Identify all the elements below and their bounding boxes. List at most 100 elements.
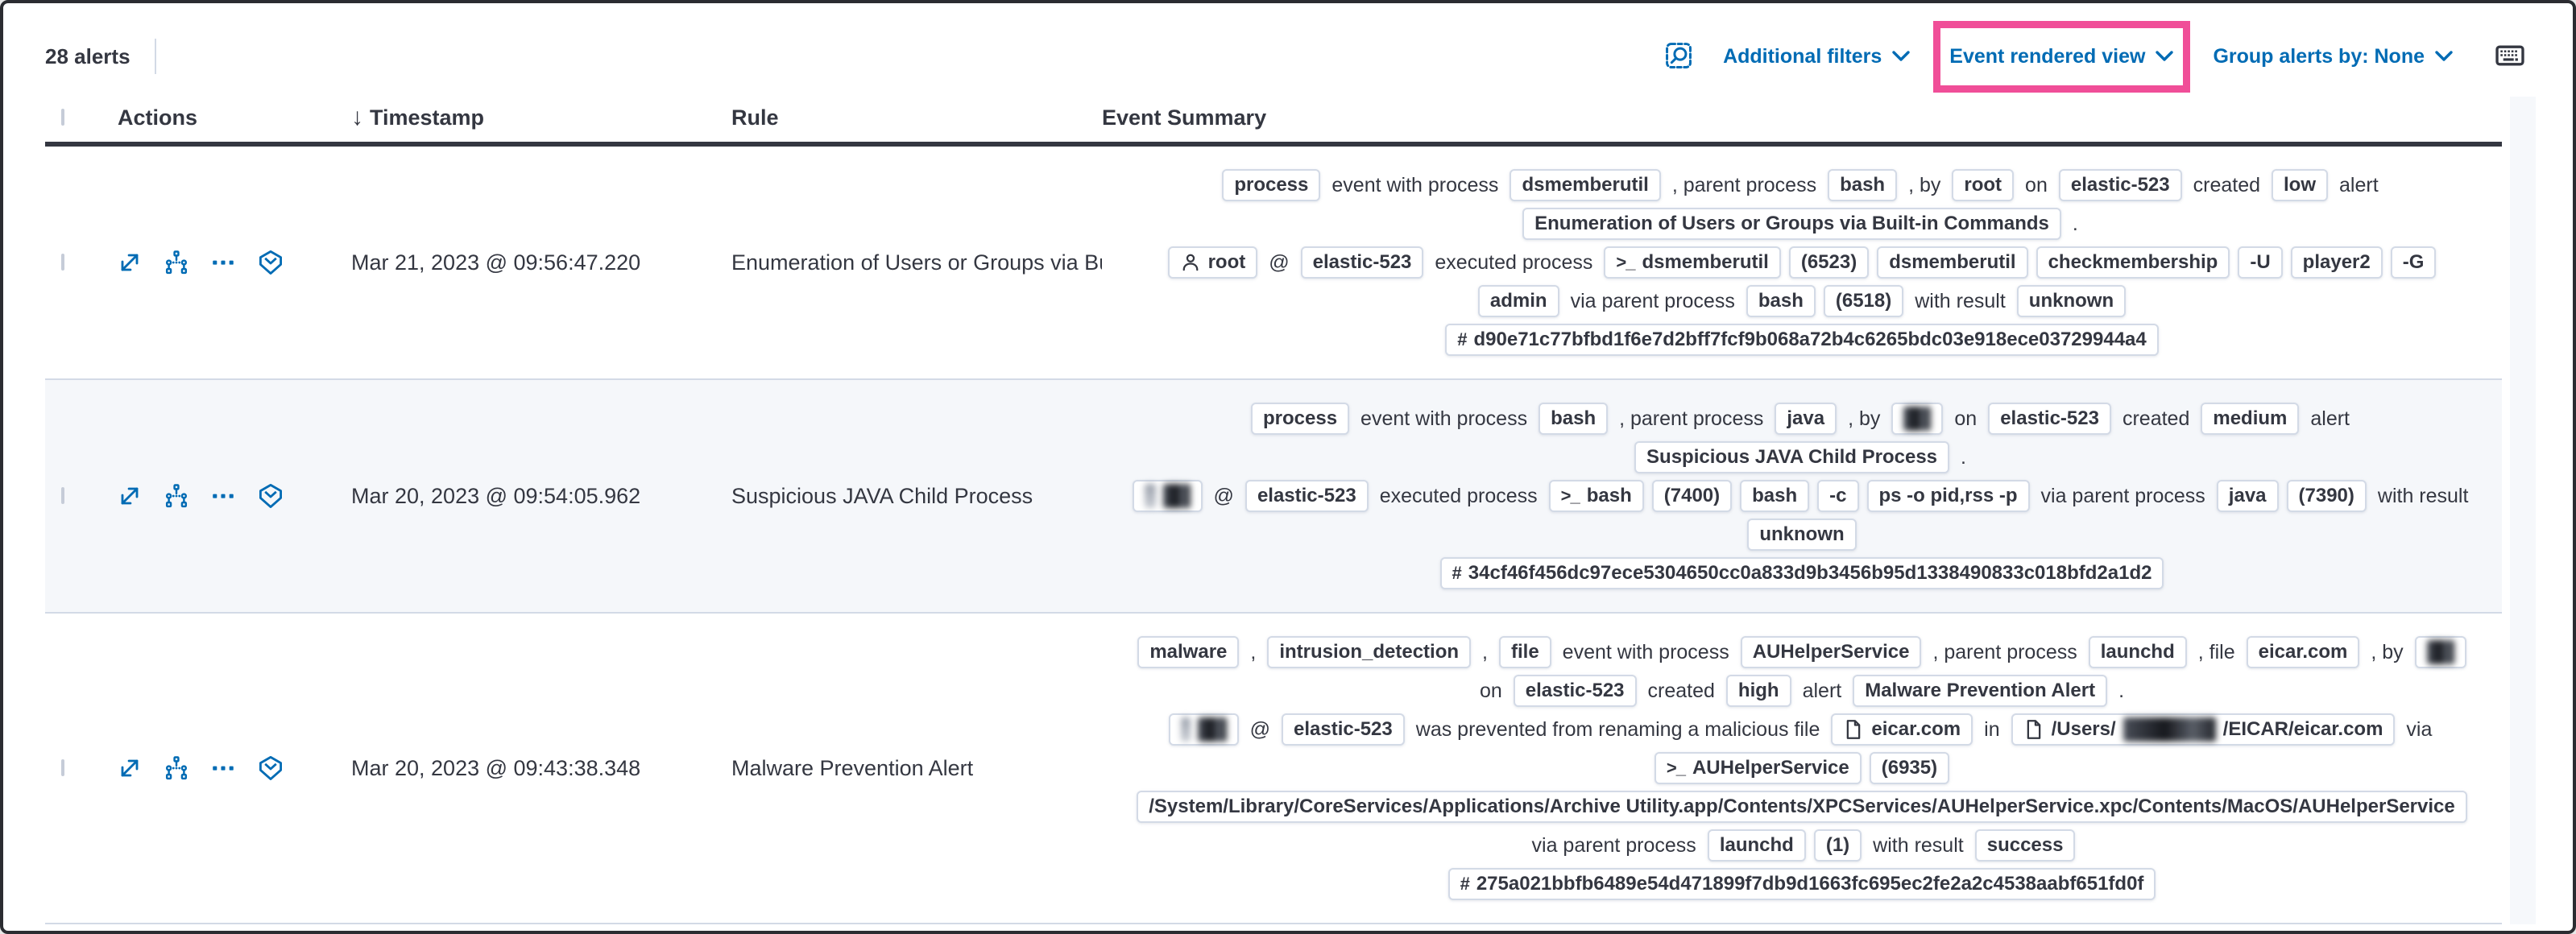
badge-value: high (1737, 680, 1779, 701)
summary-text: was prevented from renaming a malicious … (1415, 717, 1820, 741)
more-actions-button[interactable] (211, 250, 235, 275)
field-value-badge[interactable]: (1) (1813, 829, 1862, 862)
field-value-badge[interactable]: -c (1817, 480, 1859, 512)
summary-text: on (1479, 679, 1502, 702)
field-value-badge[interactable]: (6523) (1788, 246, 1870, 279)
field-value-badge[interactable]: malware (1137, 636, 1240, 668)
additional-filters-button[interactable]: Additional filters (1723, 45, 1911, 68)
field-value-badge[interactable]: #275a021bbfb6489e54d471899f7db9d1663fc69… (1447, 868, 2156, 900)
badge-value: -c (1829, 485, 1847, 506)
analyze-event-button[interactable] (164, 484, 188, 508)
field-value-badge[interactable]: Suspicious JAVA Child Process (1634, 441, 1950, 473)
field-value-badge[interactable]: launchd (2088, 636, 2187, 668)
row-checkbox[interactable] (61, 487, 64, 504)
field-value-badge[interactable]: /System/Library/CoreServices/Application… (1137, 791, 2467, 823)
field-value-badge[interactable]: bash (1740, 480, 1810, 512)
field-value-badge[interactable]: elastic-523 (1245, 480, 1369, 512)
session-view-button[interactable] (258, 250, 284, 275)
field-value-badge[interactable]: success (1974, 829, 2076, 862)
field-value-badge[interactable] (1891, 403, 1944, 435)
field-value-badge[interactable]: process (1222, 169, 1321, 201)
field-value-badge[interactable]: dsmemberutil (1510, 169, 1661, 201)
field-value-badge[interactable] (2414, 636, 2466, 668)
badge-value: intrusion_detection (1279, 641, 1460, 663)
field-value-badge[interactable]: #34cf46f456dc97ece5304650cc0a833d9b3456b… (1439, 557, 2164, 589)
field-value-badge[interactable]: root (1167, 246, 1258, 279)
field-value-badge[interactable]: java (2216, 480, 2279, 512)
file-icon (2023, 719, 2044, 740)
field-value-badge[interactable]: bash (1539, 403, 1609, 435)
summary-text: @ (1269, 250, 1290, 274)
view-selector-button[interactable]: Event rendered view (1949, 45, 2174, 68)
analyze-event-icon (164, 756, 188, 780)
field-value-badge[interactable]: elastic-523 (1300, 246, 1424, 279)
badge-value: process (1262, 407, 1338, 429)
field-value-badge[interactable]: Malware Prevention Alert (1853, 675, 2108, 707)
select-all-checkbox[interactable] (61, 109, 64, 126)
vertical-scrollbar[interactable] (2510, 97, 2536, 924)
field-value-badge[interactable]: elastic-523 (1988, 403, 2111, 435)
field-value-badge[interactable]: unknown (2016, 285, 2127, 317)
field-value-badge[interactable]: checkmembership (2036, 246, 2230, 279)
field-value-badge[interactable]: -G (2390, 246, 2437, 279)
field-value-badge[interactable]: eicar.com (1831, 713, 1973, 746)
field-value-badge[interactable]: player2 (2290, 246, 2383, 279)
field-value-badge[interactable]: elastic-523 (2058, 169, 2182, 201)
field-value-badge[interactable]: root (1952, 169, 2015, 201)
row-checkbox[interactable] (61, 759, 64, 776)
field-value-badge[interactable] (1168, 713, 1239, 746)
field-value-badge[interactable]: (7400) (1651, 480, 1733, 512)
field-value-badge[interactable]: process (1250, 403, 1350, 435)
field-value-badge[interactable] (1132, 480, 1203, 512)
field-value-badge[interactable]: >_AUHelperService (1654, 752, 1862, 784)
summary-text: created (2122, 407, 2190, 430)
field-value-badge[interactable]: file (1498, 636, 1551, 668)
analyze-event-button[interactable] (164, 756, 188, 780)
view-selector-label: Event rendered view (1949, 44, 2146, 68)
field-value-badge[interactable]: (7390) (2286, 480, 2367, 512)
field-value-badge[interactable]: >_bash (1548, 480, 1644, 512)
row-checkbox[interactable] (61, 254, 64, 271)
field-value-badge[interactable]: unknown (1747, 519, 1857, 551)
session-view-button[interactable] (258, 755, 284, 781)
field-value-badge[interactable]: java (1775, 403, 1837, 435)
badge-value: -G (2402, 251, 2425, 273)
expand-button[interactable] (118, 756, 142, 780)
field-value-badge[interactable]: dsmemberutil (1877, 246, 2028, 279)
field-value-badge[interactable]: (6935) (1869, 752, 1950, 784)
field-value-badge[interactable]: medium (2201, 403, 2300, 435)
analyze-event-button[interactable] (164, 250, 188, 275)
field-value-badge[interactable]: eicar.com (2246, 636, 2360, 668)
field-value-badge[interactable]: high (1725, 675, 1791, 707)
expand-button[interactable] (118, 484, 142, 508)
field-value-badge[interactable]: intrusion_detection (1267, 636, 1472, 668)
column-header-timestamp[interactable]: ↓Timestamp (345, 104, 731, 131)
group-alerts-by-button[interactable]: Group alerts by: None (2213, 45, 2454, 68)
redacted-value (2426, 640, 2454, 664)
field-value-badge[interactable]: AUHelperService (1740, 636, 1922, 668)
session-view-button[interactable] (258, 483, 284, 509)
inspect-button[interactable] (1665, 42, 1692, 72)
field-value-badge[interactable]: (6518) (1823, 285, 1904, 317)
field-value-badge[interactable]: #d90e71c77bfbd1f6e7d2bff7fcf9b068a72b4c6… (1445, 324, 2159, 356)
field-value-badge[interactable]: -U (2238, 246, 2283, 279)
field-value-badge[interactable]: Enumeration of Users or Groups via Built… (1522, 208, 2061, 240)
field-value-badge[interactable]: ps -o pid,rss -p (1866, 480, 2030, 512)
field-value-badge[interactable]: admin (1477, 285, 1559, 317)
field-value-badge[interactable]: >_dsmemberutil (1604, 246, 1781, 279)
summary-text: via parent process (1570, 289, 1735, 312)
field-value-badge[interactable]: /Users//EICAR/eicar.com (2011, 713, 2396, 746)
keyboard-shortcuts-button[interactable] (2495, 41, 2524, 72)
expand-button[interactable] (118, 250, 142, 275)
field-value-badge[interactable]: low (2272, 169, 2329, 201)
more-actions-button[interactable] (211, 484, 235, 508)
summary-text: via (2406, 717, 2433, 741)
field-value-badge[interactable]: bash (1746, 285, 1816, 317)
field-value-badge[interactable]: bash (1828, 169, 1898, 201)
field-value-badge[interactable]: elastic-523 (1513, 675, 1637, 707)
field-value-badge[interactable]: launchd (1707, 829, 1806, 862)
field-value-badge[interactable]: elastic-523 (1282, 713, 1405, 746)
badge-value: java (1787, 407, 1825, 429)
more-actions-button[interactable] (211, 756, 235, 780)
